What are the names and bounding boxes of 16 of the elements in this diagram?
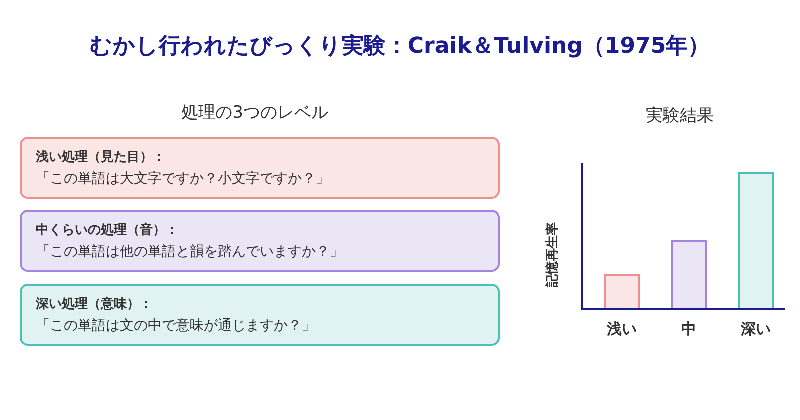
category-label: 深い	[740, 319, 772, 340]
chart-title: 実験結果	[645, 105, 715, 128]
level-heading: 中くらいの処理（音）：	[36, 222, 179, 240]
level-heading: 浅い処理（見た目）：	[36, 148, 166, 166]
title: むかし行われたびっくり実験：Craik＆Tulving（1975年）	[88, 32, 712, 61]
level-question: 「この単語は文の中で意味が通じますか？」	[36, 316, 316, 334]
level-card	[20, 284, 500, 346]
level-card	[20, 137, 500, 199]
section-heading: 処理の3つのレベル	[180, 102, 330, 125]
category-label: 中	[680, 319, 698, 340]
y-axis-label: 記憶再生率	[544, 222, 562, 288]
level-heading: 深い処理（意味）：	[36, 296, 153, 314]
level-card	[20, 210, 500, 272]
level-question: 「この単語は大文字ですか？小文字ですか？」	[36, 170, 330, 188]
category-label: 浅い	[606, 319, 638, 340]
level-question: 「この単語は他の単語と韻を踏んでいますか？」	[36, 242, 344, 260]
